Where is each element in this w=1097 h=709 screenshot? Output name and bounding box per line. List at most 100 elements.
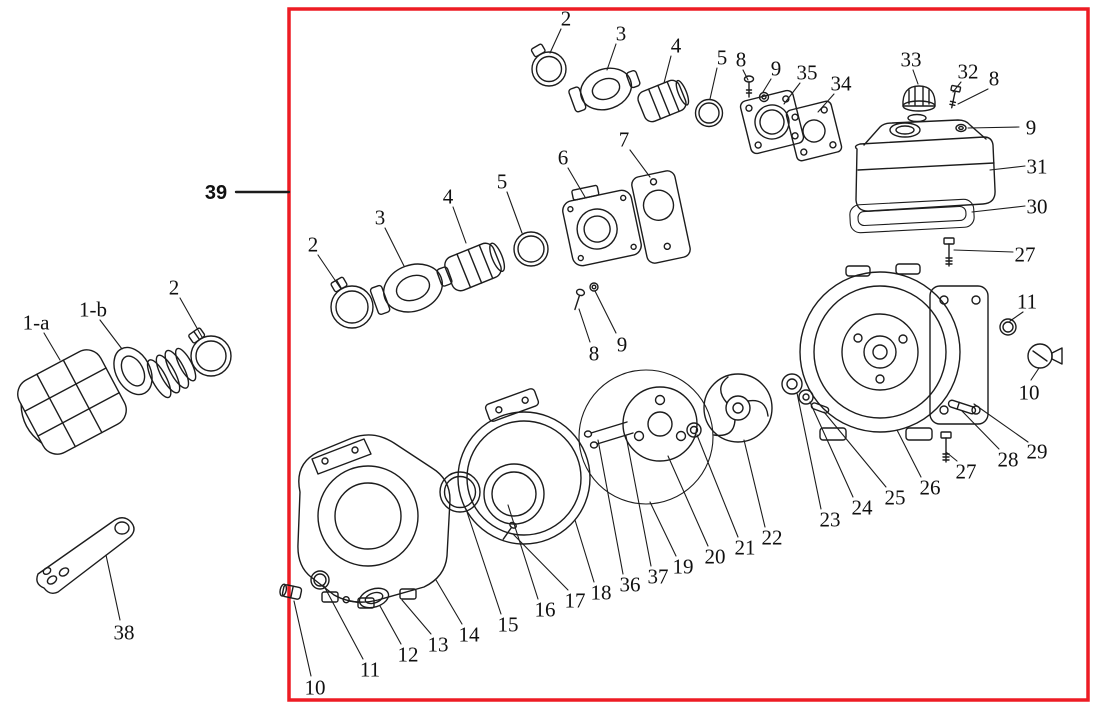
leader-line-7: [629, 149, 651, 178]
part-check-valve-12: [342, 587, 390, 609]
callout-label-9-right: 9: [1026, 115, 1037, 139]
part-air-filter-body: [17, 349, 127, 455]
part-o-ring-11-bottom: [310, 570, 330, 590]
part-hose-coupling-top: [568, 67, 641, 113]
leader-line-11-right: [1009, 311, 1024, 322]
leader-line-36: [597, 439, 624, 575]
leader-line-31: [989, 165, 1026, 171]
callout-label-30: 30: [1027, 194, 1048, 218]
leader-line-38: [105, 554, 121, 621]
leader-line-27-top: [953, 249, 1014, 253]
leader-line-29: [973, 403, 1029, 443]
callout-label-17: 17: [565, 588, 586, 612]
leader-line-13: [401, 599, 432, 635]
leader-line-5-mid: [506, 191, 523, 234]
part-pump-body-26: [799, 263, 989, 441]
leader-line-2-left: [179, 297, 203, 338]
callout-label-8-top: 8: [736, 47, 747, 71]
callout-label-16: 16: [535, 597, 556, 621]
callout-label-5-mid: 5: [497, 169, 508, 193]
leader-lines: [43, 28, 1040, 677]
callout-label-18: 18: [591, 580, 612, 604]
leader-line-20: [667, 455, 709, 547]
part-wear-plate-20: [622, 386, 698, 462]
callout-label-10-bottom: 10: [305, 675, 326, 699]
part-tank-cap-33: [902, 85, 936, 112]
part-gasket-plate-7: [631, 170, 691, 264]
leader-line-5-top: [709, 67, 718, 100]
callout-label-21: 21: [735, 535, 756, 559]
callout-label-37: 37: [648, 564, 669, 588]
part-pin-28: [947, 399, 977, 415]
callout-label-20: 20: [705, 544, 726, 568]
part-impeller-22: [703, 373, 773, 443]
callout-label-1-a: 1-a: [23, 310, 50, 334]
part-drain-plug-10-bottom: [279, 583, 303, 600]
callout-label-9-mid: 9: [617, 332, 628, 356]
part-hose-fitting-mid: [444, 242, 506, 292]
leader-line-10-right: [1030, 367, 1040, 381]
leader-line-9-mid: [594, 290, 617, 334]
callout-label-4-mid: 4: [443, 184, 454, 208]
leader-line-37: [625, 435, 652, 567]
callout-label-1-b: 1-b: [79, 297, 107, 321]
callout-label-19: 19: [673, 554, 694, 578]
leader-line-1-b: [99, 319, 123, 350]
callout-label-22: 22: [762, 525, 783, 549]
part-studs-36-37: [583, 421, 634, 449]
callout-label-9-top: 9: [771, 56, 782, 80]
part-bolt-27-right: [940, 431, 952, 463]
part-bolt-27-top: [943, 237, 955, 267]
callout-label-27-top: 27: [1015, 242, 1036, 266]
callout-label-32: 32: [958, 59, 979, 83]
part-drain-plug-10-right: [1027, 343, 1063, 369]
callout-label-14: 14: [459, 622, 481, 646]
callout-label-24: 24: [852, 495, 874, 519]
part-washer-9-right: [955, 123, 967, 133]
diagram-frame: [287, 7, 1090, 702]
part-outlet-flange-35: [739, 89, 805, 155]
callout-label-11-right: 11: [1017, 289, 1037, 313]
part-washer-9-mid: [589, 282, 599, 292]
leader-line-27-right: [945, 451, 958, 462]
leader-line-30: [971, 205, 1026, 213]
part-bolt-8-top: [743, 75, 755, 98]
leader-line-3-top: [606, 43, 617, 71]
part-intake-hose: [146, 347, 197, 399]
leader-line-32: [952, 81, 962, 93]
callout-label-31: 31: [1027, 154, 1048, 178]
leader-line-11-bottom: [323, 585, 364, 660]
part-seal-ring-21: [686, 422, 702, 438]
callout-label-33: 33: [901, 47, 922, 71]
callout-label-4-top: 4: [671, 33, 682, 57]
callout-label-8-mid: 8: [589, 341, 600, 365]
part-fuel-tank-31: [854, 119, 996, 212]
part-casing-ring-19: [578, 369, 714, 505]
leader-line-3-mid: [384, 227, 405, 267]
part-outlet-elbow-6: [562, 184, 642, 267]
callout-label-25: 25: [885, 485, 906, 509]
callout-label-34: 34: [831, 71, 853, 95]
callout-label-2-top: 2: [561, 6, 572, 30]
callout-label-28: 28: [998, 447, 1019, 471]
part-cap-gasket: [907, 113, 927, 123]
leader-line-18: [574, 519, 595, 583]
part-hose-clamp-left: [188, 327, 232, 377]
callout-label-10-right: 10: [1019, 380, 1040, 404]
leader-line-19: [649, 501, 677, 557]
leader-line-4-mid: [452, 206, 467, 244]
leader-line-9-top: [762, 78, 772, 93]
leader-line-28: [961, 410, 1000, 450]
leader-line-22: [743, 439, 766, 528]
callout-label-36: 36: [620, 572, 641, 596]
part-hose-fitting-top: [637, 79, 690, 123]
part-volute-casing: [457, 388, 591, 545]
callout-label-15: 15: [498, 612, 519, 636]
part-o-ring-15: [439, 471, 481, 513]
part-air-filter-element: [113, 346, 153, 396]
leader-line-8-mid: [578, 308, 591, 343]
leader-line-2-mid: [317, 254, 342, 290]
